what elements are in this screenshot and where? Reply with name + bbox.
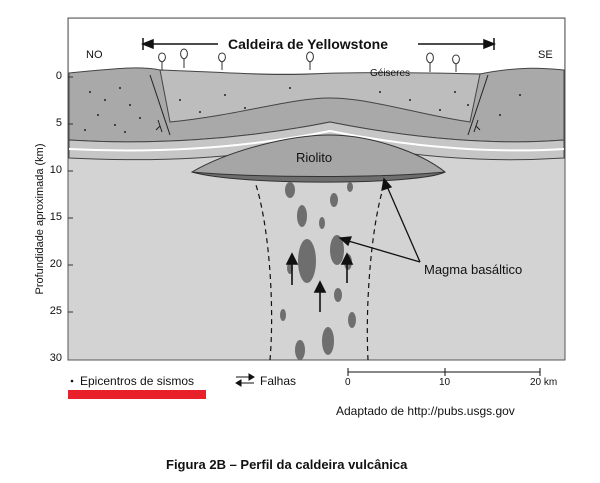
label-basaltic-magma: Magma basáltico (424, 262, 523, 277)
upward-arrows (285, 252, 354, 312)
y-tick-0: 0 (55, 70, 62, 82)
legend-fault-icon (235, 373, 255, 387)
legend-epicenters: Epicentros de sismos (80, 374, 195, 388)
legend-dot (70, 379, 74, 383)
scale-bar (347, 368, 541, 376)
scale-tick-10: 10 (439, 377, 451, 388)
conduit-right (366, 181, 386, 361)
title-arrow (140, 38, 497, 50)
epicenter-dots (84, 87, 521, 133)
figure-caption: Figura 2B – Perfil da caldeira vulcânica (166, 457, 408, 472)
magma-blobs (280, 182, 356, 360)
diagram-title: Caldeira de Yellowstone (228, 36, 389, 52)
y-axis-ticks (68, 76, 73, 313)
separator-line (68, 129, 565, 152)
red-highlight-bar (68, 390, 206, 399)
legend-faults: Falhas (260, 374, 297, 388)
y-tick-15: 15 (49, 211, 62, 223)
magma-pointers (338, 177, 421, 263)
y-tick-5: 5 (55, 117, 62, 129)
scale-tick-0: 0 (345, 377, 351, 388)
label-nw: NO (86, 49, 103, 61)
scale-tick-20: 20 km (530, 377, 558, 388)
label-rhyolite: Riolito (296, 150, 333, 165)
faults (149, 74, 489, 136)
y-tick-20: 20 (49, 258, 62, 270)
y-tick-30: 30 (49, 352, 62, 364)
geyser-icons (158, 48, 460, 72)
label-geysers: Géiseres (370, 68, 411, 79)
y-tick-10: 10 (49, 164, 62, 176)
rhyolite-base (191, 171, 446, 183)
conduit-left (254, 181, 273, 361)
y-tick-25: 25 (49, 305, 62, 317)
source-credit: Adaptado de http://pubs.usgs.gov (336, 404, 515, 418)
caldera-fill (159, 69, 481, 123)
label-se: SE (538, 49, 553, 61)
